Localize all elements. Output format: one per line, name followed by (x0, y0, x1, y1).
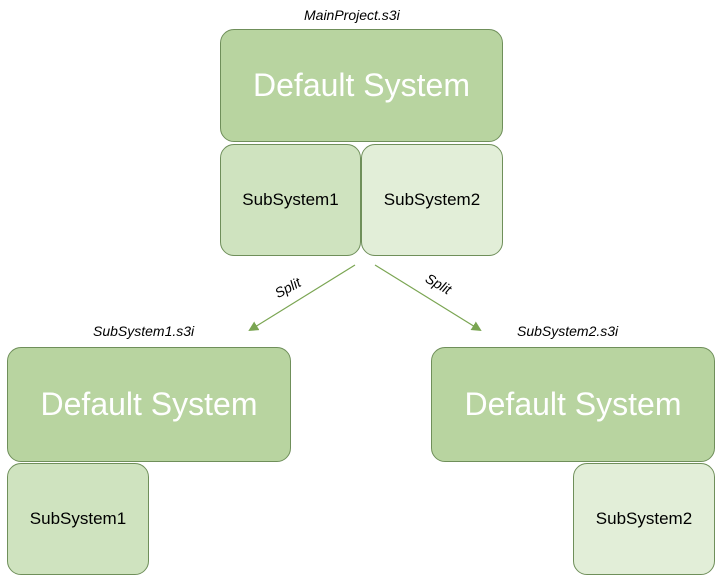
main-subsystem2-box: SubSystem2 (361, 144, 503, 256)
main-default-system-box: Default System (220, 29, 503, 142)
main-subsystem1-label: SubSystem1 (242, 190, 339, 209)
right-subsystem2-box: SubSystem2 (573, 463, 715, 575)
left-default-system-label: Default System (40, 386, 258, 422)
main-default-system-label: Default System (253, 67, 470, 103)
right-subsystem2-label: SubSystem2 (595, 509, 693, 528)
left-default-system-box: Default System (7, 347, 291, 462)
left-project-filename: SubSystem1.s3i (93, 323, 195, 339)
split-arrow-right (374, 264, 482, 332)
split-label-left: Split (272, 274, 305, 301)
main-project-filename: MainProject.s3i (304, 7, 400, 23)
right-default-system-label: Default System (464, 386, 682, 422)
left-subsystem1-box: SubSystem1 (7, 463, 149, 575)
split-arrow-left (248, 264, 356, 332)
left-subsystem1-label: SubSystem1 (29, 509, 127, 528)
split-label-right: Split (423, 270, 456, 298)
main-subsystem2-label: SubSystem2 (383, 190, 481, 209)
right-project-filename: SubSystem2.s3i (517, 323, 619, 339)
right-default-system-box: Default System (431, 347, 715, 462)
main-subsystem1-box: SubSystem1 (220, 144, 361, 256)
